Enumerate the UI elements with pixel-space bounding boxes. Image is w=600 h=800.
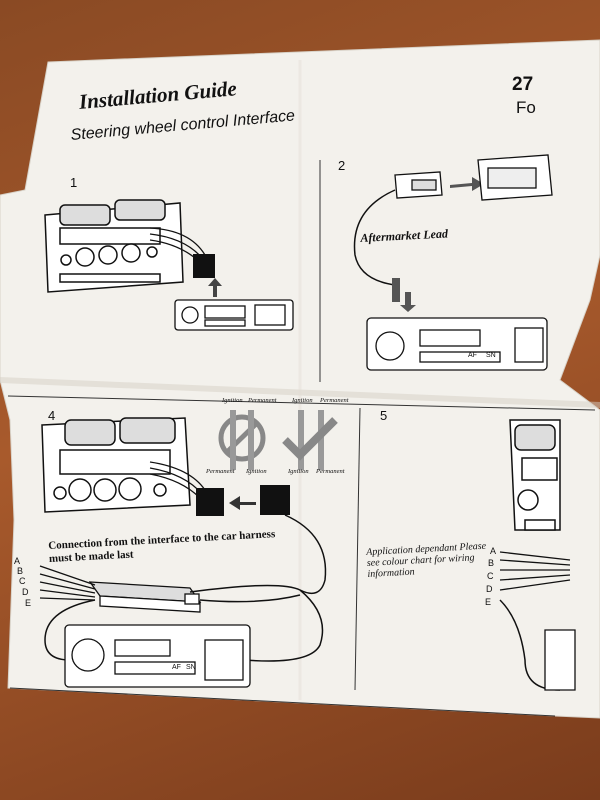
ign-label-tr-a: Ignition (292, 397, 313, 404)
ign-label-br-b: Permanent (316, 468, 345, 475)
wire5-label-e: E (485, 597, 492, 607)
step-number-1: 1 (70, 175, 78, 190)
step4-radio (64, 624, 251, 688)
step2-af-label: AF (468, 352, 477, 359)
step1-radio (174, 299, 294, 331)
step4-sn-label: SN (186, 664, 196, 671)
step2-plug (394, 171, 443, 199)
step-number-2: 2 (338, 158, 346, 173)
step5-dashboard (509, 419, 561, 531)
step2-arrow (450, 177, 484, 191)
step2-radio (366, 317, 548, 371)
step4-interface-module (88, 581, 202, 613)
step5-radio (544, 629, 576, 691)
ign-label-bl-a: Permanent (206, 468, 235, 475)
step-number-5: 5 (380, 408, 388, 423)
ign-label-tr-b: Permanent (320, 397, 349, 404)
step-number-4: 4 (48, 408, 56, 423)
corner-text: Fo (516, 98, 536, 117)
ignition-correct-icon (282, 410, 338, 470)
wire-label-a: A (14, 556, 21, 566)
ignition-swap-icon (218, 410, 266, 470)
step2-socket (477, 154, 553, 201)
step4-harness-connector (196, 488, 224, 516)
wire5-label-d: D (486, 584, 493, 594)
wire5-label-c: C (487, 571, 494, 581)
step4-af-label: AF (172, 664, 181, 671)
step2-lead (353, 189, 396, 286)
step4-interface-connector (260, 485, 290, 515)
step1-dashboard (44, 199, 184, 293)
ign-label-br-a: Ignition (288, 468, 309, 475)
ign-label-tl-b: Permanent (248, 397, 277, 404)
wiring-note: Application dependant Please see colour … (366, 540, 487, 580)
wire5-label-a: A (490, 546, 497, 556)
wire-label-e: E (25, 598, 32, 608)
step2-sn-label: SN (486, 352, 496, 359)
ign-label-tl-a: Ignition (222, 397, 243, 404)
divider-horizontal (7, 395, 596, 411)
divider-vertical-bottom (354, 407, 361, 691)
step1-interface-box (193, 254, 215, 278)
corner-number: 27 (512, 74, 534, 95)
wire-label-d: D (22, 587, 29, 597)
ign-label-bl-b: Ignition (246, 468, 267, 475)
wire-label-c: C (19, 576, 26, 586)
wire5-label-b: B (488, 558, 495, 568)
step4-dashboard (41, 417, 191, 513)
wire-label-b: B (17, 566, 24, 576)
